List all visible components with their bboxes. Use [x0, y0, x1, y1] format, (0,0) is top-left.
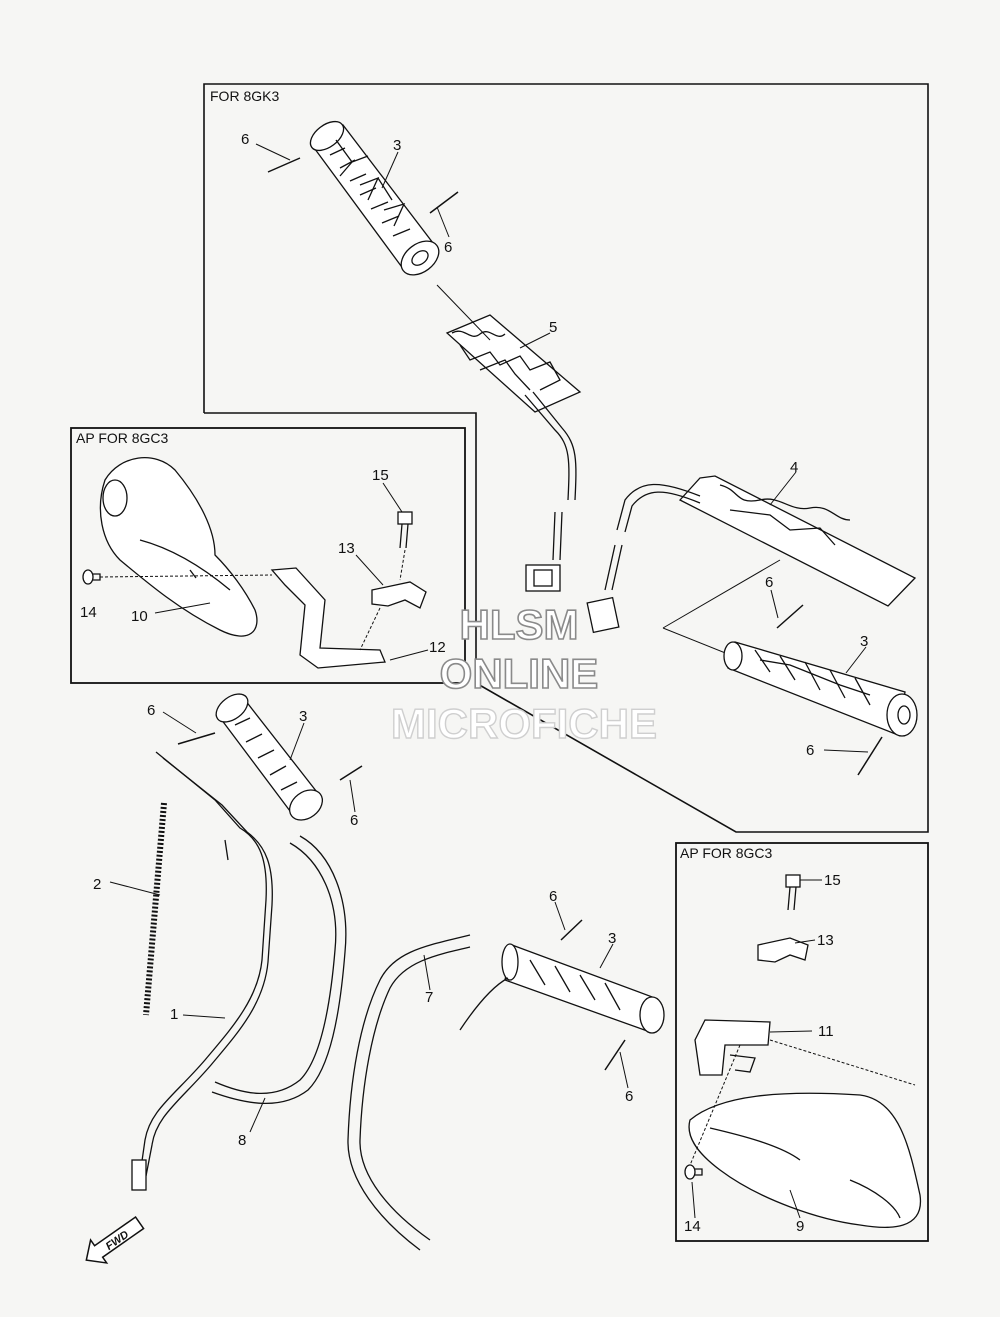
grip-3-top [309, 120, 440, 276]
handguard-10 [99, 457, 258, 637]
clamp-13-right [757, 937, 809, 963]
callout-3: 3 [860, 633, 868, 650]
watermark-line2: ONLINE [440, 650, 599, 697]
callout-5: 5 [549, 319, 557, 336]
clip-6-marks [177, 157, 883, 1071]
spring-2 [143, 802, 167, 1016]
heater-element-4 [678, 475, 917, 607]
box-8gk3-title: FOR 8GK3 [210, 88, 279, 104]
watermark-line1: HLSM [460, 601, 579, 648]
guard-11 [694, 1019, 771, 1076]
callout-15: 15 [824, 872, 841, 889]
throttle-cable-1 [131, 751, 273, 1191]
grip-3-lower [459, 943, 665, 1034]
callout-2: 2 [93, 876, 101, 893]
callout-4: 4 [790, 459, 798, 476]
callout-13: 13 [338, 540, 355, 557]
callout-6: 6 [765, 574, 773, 591]
callout-14: 14 [80, 604, 97, 621]
watermark-line3: MICROFICHE [391, 700, 657, 747]
hose-7 [347, 934, 471, 1251]
grip-3-right [662, 559, 918, 737]
callout-13: 13 [817, 932, 834, 949]
callout-7: 7 [425, 989, 433, 1006]
handguard-9 [688, 1092, 922, 1229]
heater-element-5 [445, 314, 582, 413]
hose-8 [211, 835, 347, 1105]
watermark: HLSM ONLINE MICROFICHE [390, 600, 657, 748]
box-ap-right-title: AP FOR 8GC3 [680, 845, 773, 861]
callout-15: 15 [372, 467, 389, 484]
callout-6: 6 [625, 1088, 633, 1105]
box-ap-right [675, 842, 929, 1242]
screw-14-right [684, 1164, 703, 1180]
callouts: 6 3 6 5 4 6 3 6 15 13 14 10 12 6 3 6 2 1… [80, 131, 868, 1235]
bracket-12 [270, 567, 386, 669]
leader-lines [109, 143, 869, 1219]
wire-harness-4 [586, 483, 701, 634]
callout-3: 3 [393, 137, 401, 154]
box-8gk3 [203, 83, 929, 833]
box-ap-left [70, 427, 466, 684]
bolt-15-right [785, 874, 801, 911]
callout-8: 8 [238, 1132, 246, 1149]
callout-6: 6 [241, 131, 249, 148]
clamp-13-left [371, 581, 427, 609]
callout-6: 6 [549, 888, 557, 905]
leader-dash-right [687, 1039, 916, 1171]
callout-6: 6 [350, 812, 358, 829]
callout-6: 6 [444, 239, 452, 256]
callout-10: 10 [131, 608, 148, 625]
leader-grip-to-heater [436, 284, 491, 341]
callout-1: 1 [170, 1006, 178, 1023]
callout-12: 12 [429, 639, 446, 656]
fwd-arrow-icon: FWD [85, 1216, 145, 1264]
leader-dash-left [99, 549, 406, 651]
callout-14: 14 [684, 1218, 701, 1235]
grip-3-center [215, 693, 324, 821]
wire-harness-5 [524, 391, 577, 592]
callout-6: 6 [806, 742, 814, 759]
callout-6: 6 [147, 702, 155, 719]
callout-3: 3 [608, 930, 616, 947]
callout-9: 9 [796, 1218, 804, 1235]
box-ap-left-title: AP FOR 8GC3 [76, 430, 169, 446]
screw-14-left [82, 569, 101, 585]
callout-3: 3 [299, 708, 307, 725]
bolt-15-left [397, 511, 413, 549]
callout-11: 11 [818, 1023, 834, 1040]
